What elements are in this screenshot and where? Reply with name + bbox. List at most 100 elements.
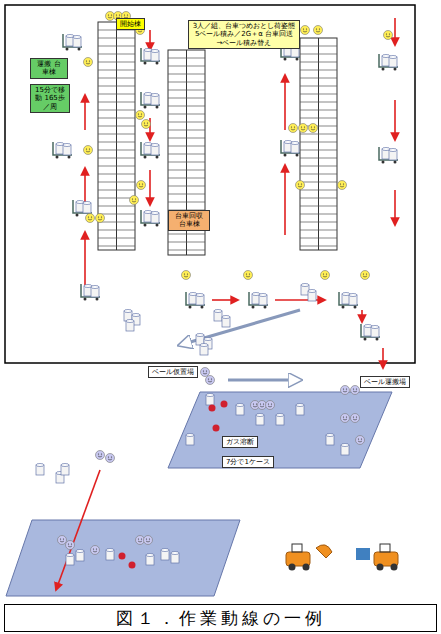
rack-shelf (98, 134, 135, 135)
rack-shelf (98, 230, 135, 231)
node-text: ベール仮置場 (152, 368, 194, 376)
caption-text: 図１．作業動線の一例 (116, 608, 326, 628)
drum (171, 552, 179, 564)
drum (236, 404, 244, 416)
rack-shelf (98, 222, 135, 223)
rack-shelf (168, 202, 205, 203)
worker (201, 368, 210, 377)
rack-shelf (300, 214, 337, 215)
cart (141, 92, 160, 109)
rack-shelf (300, 142, 337, 143)
drum (76, 550, 84, 562)
cart (81, 284, 100, 301)
cutting-spark (213, 425, 220, 432)
drum (91, 286, 99, 298)
worker (106, 454, 115, 463)
rack-shelf (168, 58, 205, 59)
rack-shelf (168, 106, 205, 107)
worker (136, 111, 145, 120)
rack-shelf (168, 194, 205, 195)
flow-arrow (394, 100, 396, 140)
rack-shelf (98, 246, 135, 247)
rack-shelf (168, 186, 205, 187)
drum (291, 142, 299, 154)
rack-shelf (168, 66, 205, 67)
drum (389, 56, 397, 68)
worker (130, 196, 139, 205)
flow-arrow (180, 310, 300, 345)
rack-shelf (98, 70, 135, 71)
rack-shelf (300, 94, 337, 95)
rack-shelf (300, 230, 337, 231)
drum (371, 326, 379, 338)
rack-shelf (300, 62, 337, 63)
drum (83, 202, 91, 214)
node-text: ベール運搬場 (364, 378, 406, 386)
worker (266, 401, 275, 410)
label-box: ガス溶断 (222, 436, 258, 448)
label-box: 7分で1ケース (222, 456, 274, 468)
cart (186, 292, 205, 309)
rack-shelf (168, 250, 205, 251)
rack-shelf (168, 170, 205, 171)
rack-shelf (300, 182, 337, 183)
platform (168, 392, 392, 468)
worker (142, 120, 151, 129)
icons (36, 12, 398, 571)
rack-shelf (98, 238, 135, 239)
drum (73, 36, 81, 48)
rack-shelf (168, 242, 205, 243)
worker (299, 124, 308, 133)
cutting-spark (129, 562, 136, 569)
flow-arrow (212, 299, 238, 301)
rack-shelf (168, 146, 205, 147)
rack-shelf (98, 182, 135, 183)
drum (196, 294, 204, 306)
worker (244, 271, 253, 280)
drum (186, 434, 194, 446)
worker (361, 271, 370, 280)
drum (214, 310, 222, 322)
drum (161, 549, 169, 561)
drum (126, 320, 134, 332)
worker (58, 536, 67, 545)
rack-shelf (98, 126, 135, 127)
drum (276, 414, 284, 426)
cart (141, 210, 160, 227)
rack-shelf (98, 190, 135, 191)
rack-shelf (168, 138, 205, 139)
rack-shelf (300, 246, 337, 247)
rack-shelf (98, 166, 135, 167)
drum (256, 414, 264, 426)
node-text: 台車回収 台車棟 (172, 212, 206, 229)
cart (281, 140, 300, 157)
rack-shelf (98, 94, 135, 95)
worker (309, 124, 318, 133)
drum (200, 344, 208, 356)
rack-shelf (300, 190, 337, 191)
rack-shelf (300, 174, 337, 175)
rack-shelf (98, 158, 135, 159)
worker (96, 214, 105, 223)
rack-shelf (300, 78, 337, 79)
node-text: 7分で1ケース (226, 458, 270, 466)
rack (300, 38, 337, 250)
rack-shelf (300, 166, 337, 167)
worker (106, 12, 115, 21)
rack-shelf (300, 222, 337, 223)
worker (341, 414, 350, 423)
worker (86, 214, 95, 223)
rack-shelf (168, 122, 205, 123)
rack-shelf (168, 90, 205, 91)
load (356, 548, 370, 560)
rack-shelf (98, 174, 135, 175)
label-box: 15分で移動 165歩／周 (30, 84, 70, 113)
cart (361, 324, 380, 341)
caption: 図１．作業動線の一例 (4, 604, 437, 632)
drum (151, 144, 159, 156)
node-text: 15分で移動 165歩／周 (34, 86, 66, 111)
drum (296, 404, 304, 416)
node-text: ガス溶断 (226, 438, 254, 446)
worker (341, 386, 350, 395)
